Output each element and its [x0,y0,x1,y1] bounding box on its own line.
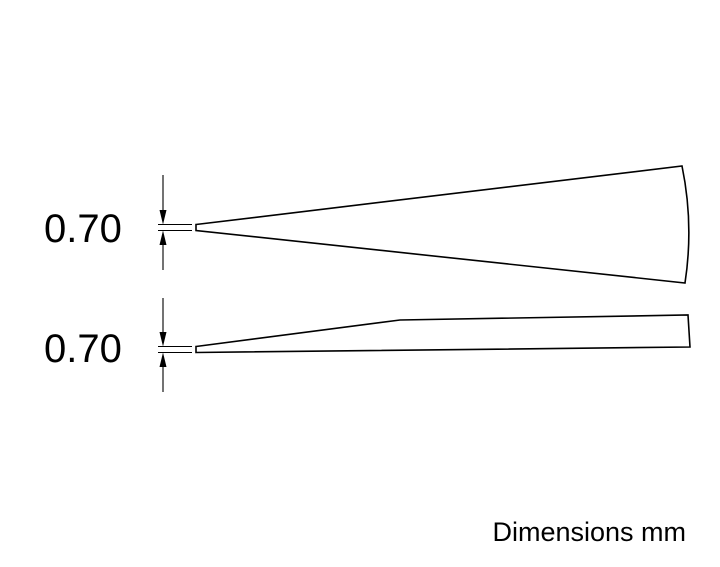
top-view-tip-outline [195,165,690,284]
top-view: 0.70 [44,165,690,284]
top-view-arrow-up-icon [159,230,167,245]
side-view: 0.70 [44,298,691,392]
side-view-arrow-up-icon [159,352,167,367]
top-view-arrow-down-icon [159,210,167,225]
units-note: Dimensions mm [492,517,686,547]
side-view-tip-outline [195,314,691,354]
side-view-dimension-label: 0.70 [44,327,122,371]
side-view-arrow-down-icon [159,332,167,347]
top-view-dimension-label: 0.70 [44,207,122,251]
